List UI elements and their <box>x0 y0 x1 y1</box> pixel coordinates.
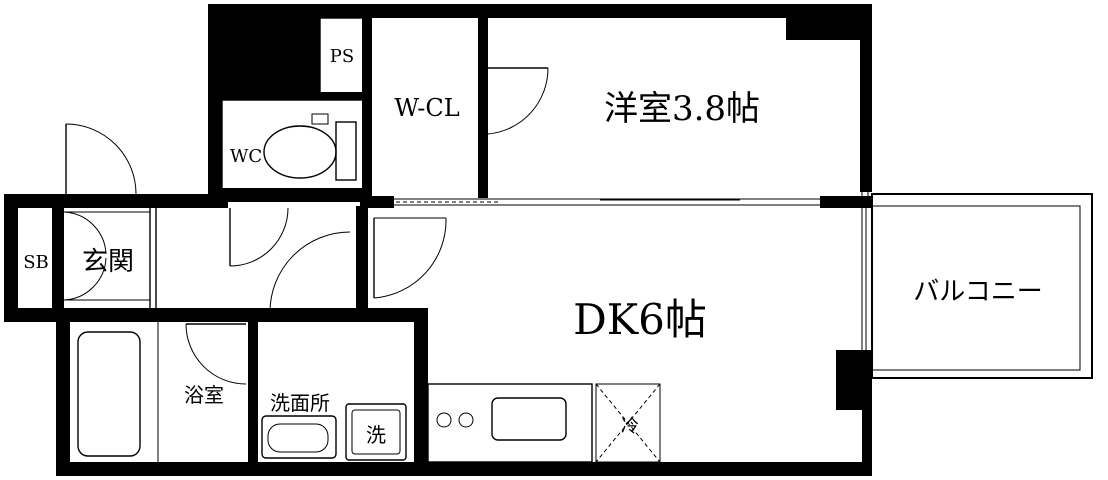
fridge-label: 冷 <box>621 416 639 437</box>
thin-lines <box>64 17 1093 463</box>
ps-label: PS <box>330 46 354 67</box>
washer-label: 洗 <box>366 423 386 447</box>
entrance-label: 玄関 <box>82 247 134 277</box>
bathroom-label: 浴室 <box>184 383 224 407</box>
washroom-label: 洗面所 <box>270 391 330 415</box>
doors <box>63 67 549 385</box>
wcl-label: W-CL <box>394 94 459 122</box>
western-room-label: 洋室3.8帖 <box>604 89 760 129</box>
sb-label: SB <box>23 252 49 273</box>
walls <box>4 4 872 476</box>
wc-label: WC <box>230 146 262 167</box>
dk-label: DK6帖 <box>573 295 707 344</box>
balcony-label: バルコニー <box>913 277 1042 307</box>
